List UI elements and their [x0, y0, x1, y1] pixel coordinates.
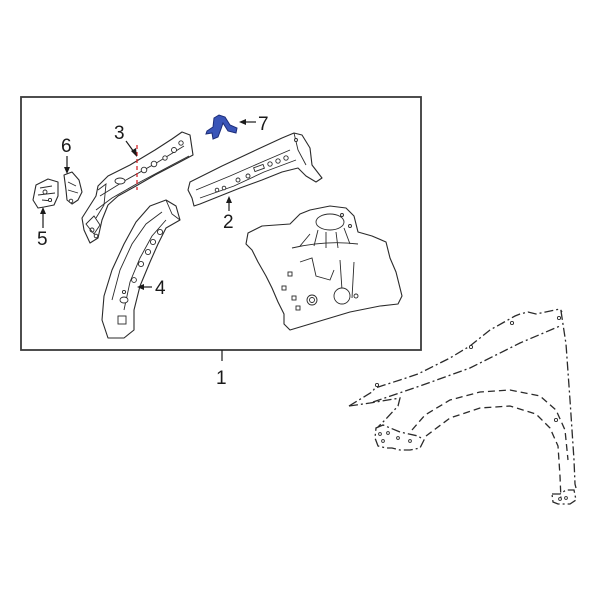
callout-2[interactable]: 2 — [223, 196, 234, 233]
part-7-bracket-highlighted[interactable] — [205, 114, 238, 140]
callout-label-6: 6 — [61, 136, 72, 157]
part-6-gusset[interactable] — [63, 171, 83, 205]
assembly-frame — [20, 96, 422, 351]
callout-4[interactable]: 4 — [137, 278, 166, 299]
apron-wheelhouse-panel[interactable] — [245, 205, 403, 331]
part-2-upper-rail[interactable] — [187, 132, 323, 207]
part-4-lower-member[interactable] — [101, 199, 181, 339]
callout-1[interactable]: 1 — [216, 350, 227, 389]
fender-outline[interactable] — [348, 308, 577, 505]
callout-label-7: 7 — [258, 114, 269, 135]
callout-7[interactable]: 7 — [239, 114, 269, 135]
callout-3[interactable]: 3 — [114, 123, 137, 157]
part-3-front-rail[interactable] — [81, 131, 194, 244]
callout-label-4: 4 — [155, 278, 166, 299]
part-5-bracket[interactable] — [32, 178, 59, 209]
callout-6[interactable]: 6 — [61, 136, 72, 174]
callout-label-2: 2 — [223, 212, 234, 233]
callout-5[interactable]: 5 — [37, 207, 48, 250]
callout-label-1: 1 — [216, 368, 227, 389]
callout-label-3: 3 — [114, 123, 125, 144]
callout-label-5: 5 — [37, 229, 48, 250]
